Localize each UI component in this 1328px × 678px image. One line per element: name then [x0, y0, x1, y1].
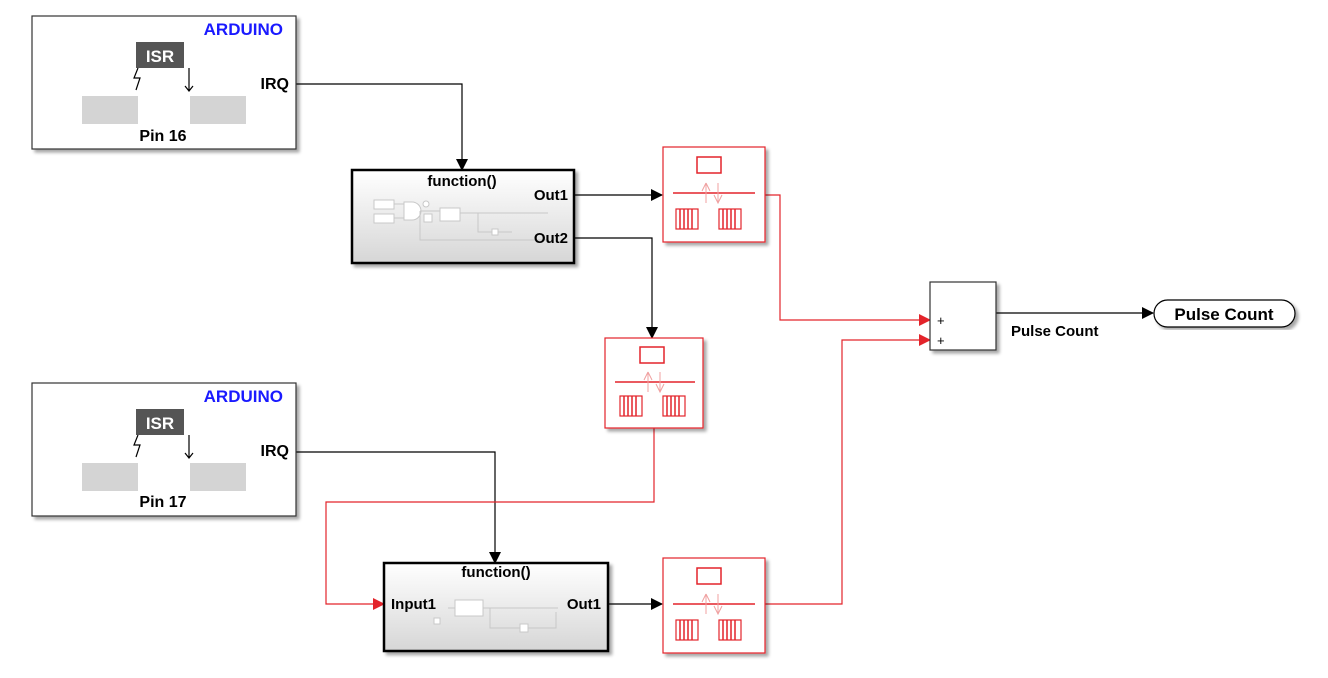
out2-line[interactable] — [574, 237, 658, 339]
rt1-to-sum-line[interactable] — [765, 194, 931, 326]
out1-port-label: Out1 — [567, 596, 601, 613]
outport-label: Pulse Count — [1174, 305, 1274, 324]
irq-port-label: IRQ — [261, 443, 289, 460]
function-call-subsystem-1[interactable]: function() Out1 Out2 — [350, 168, 576, 265]
irq-line-2[interactable] — [296, 451, 501, 564]
isr-badge — [136, 409, 184, 435]
isr-badge — [136, 42, 184, 68]
pin-pad-right — [190, 96, 246, 124]
subsystem-preview — [433, 599, 558, 633]
input1-port-label: Input1 — [391, 596, 436, 613]
rt2-to-input-line[interactable] — [325, 428, 655, 610]
pin-label: Pin 16 — [139, 128, 186, 145]
signal-lines — [296, 83, 1154, 610]
rate-transition-block-3[interactable] — [662, 557, 766, 654]
arrow-down-icon — [184, 68, 194, 92]
vendor-label: ARDUINO — [204, 387, 283, 406]
isr-label: ISR — [146, 414, 174, 433]
outport-pulse-count[interactable]: Pulse Count — [1153, 299, 1296, 328]
lightning-icon — [133, 434, 141, 458]
out1-port-label: Out1 — [534, 187, 568, 204]
lightning-icon — [133, 67, 141, 91]
subsystem-title: function() — [461, 564, 530, 581]
sum-sign-2: + — [937, 333, 945, 348]
rate-transition-block-1[interactable] — [662, 146, 766, 243]
irq-line-1[interactable] — [296, 83, 468, 171]
rate-transition-block-2[interactable] — [604, 337, 704, 429]
pin-pad-left — [82, 463, 138, 491]
out2-port-label: Out2 — [534, 230, 568, 247]
pin-label: Pin 17 — [139, 494, 186, 511]
vendor-label: ARDUINO — [204, 20, 283, 39]
subsystem-preview — [373, 199, 548, 241]
subsystem-title: function() — [427, 173, 496, 190]
signal-label-pulse-count[interactable]: Pulse Count — [1011, 323, 1099, 340]
isr-label: ISR — [146, 47, 174, 66]
arduino-interrupt-block-pin17[interactable]: ARDUINO ISR Pin 17 IRQ — [31, 382, 297, 517]
arrow-down-icon — [184, 435, 194, 459]
arduino-interrupt-block-pin16[interactable]: ARDUINO ISR Pin 16 IRQ — [31, 15, 297, 150]
irq-port-label: IRQ — [261, 76, 289, 93]
rt3-to-sum-line[interactable] — [765, 334, 931, 605]
sum-sign-1: + — [937, 313, 945, 328]
pin-pad-left — [82, 96, 138, 124]
pin-pad-right — [190, 463, 246, 491]
sum-block[interactable]: + + — [929, 281, 997, 351]
function-call-subsystem-2[interactable]: function() Input1 Out1 — [382, 561, 610, 653]
